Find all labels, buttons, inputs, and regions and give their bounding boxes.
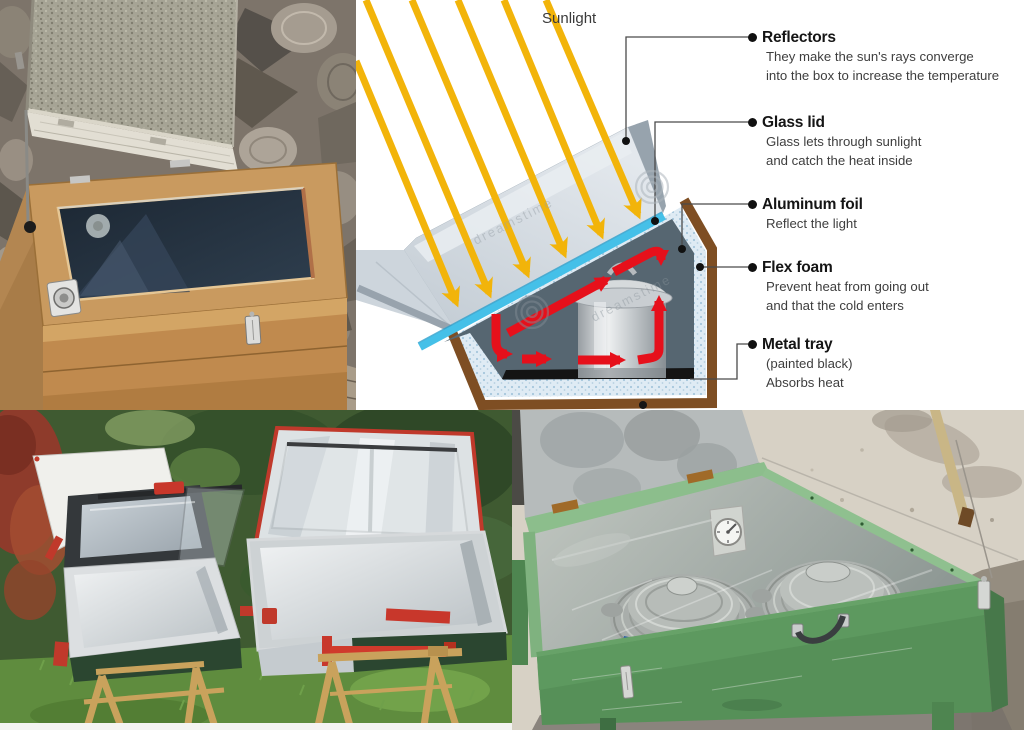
right-cooker bbox=[246, 425, 508, 676]
bullet-icon bbox=[748, 33, 757, 42]
heat-arrows bbox=[491, 246, 669, 368]
sun-rays bbox=[356, 0, 642, 308]
side-catch bbox=[46, 278, 82, 318]
hinge bbox=[69, 175, 91, 184]
front-handle bbox=[791, 613, 850, 644]
hinge bbox=[551, 499, 579, 514]
lid-support-arm bbox=[24, 109, 30, 223]
label-glass-lid: Glass lid Glass lets through sunlight an… bbox=[748, 113, 1000, 170]
label-desc: They make the sun's rays converge bbox=[766, 49, 974, 64]
watermark-spiral-icon bbox=[514, 294, 550, 330]
glass-lid-shape bbox=[418, 212, 666, 351]
label-flex-foam: Flex foam Prevent heat from going out an… bbox=[748, 258, 1000, 315]
photo-green-solar-cooker-art bbox=[512, 408, 1024, 730]
bullet-icon bbox=[748, 200, 757, 209]
label-desc: and that the cold enters bbox=[766, 298, 904, 313]
front-latch bbox=[244, 311, 262, 345]
diagram-drawing: dreamstime dreamstime bbox=[356, 0, 1024, 410]
wooden-trestles bbox=[83, 646, 463, 728]
thermometer bbox=[709, 505, 747, 557]
photo-two-solar-cookers-art bbox=[0, 400, 525, 730]
reflective-interior bbox=[74, 566, 228, 648]
bullet-icon bbox=[748, 263, 757, 272]
mirror-lid bbox=[14, 0, 238, 149]
box-legs bbox=[600, 702, 954, 730]
callout-dots bbox=[622, 137, 704, 271]
left-cooker bbox=[32, 447, 256, 682]
solar-cooker-diagram: dreamstime dreamstime Sunlight Reflector… bbox=[356, 0, 1024, 410]
glass-frame-right bbox=[761, 468, 985, 589]
label-title: Flex foam bbox=[762, 259, 833, 276]
callout-lines bbox=[625, 36, 748, 380]
bullet-icon bbox=[748, 340, 757, 349]
lid-knob bbox=[666, 576, 698, 596]
label-title: Reflectors bbox=[762, 29, 836, 46]
photo-green-solar-cooker bbox=[512, 408, 1024, 730]
support-wire bbox=[955, 439, 993, 579]
red-latch-knob bbox=[262, 608, 277, 624]
green-box-front bbox=[537, 576, 1008, 725]
support-wire bbox=[761, 457, 1019, 561]
label-desc: and catch the heat inside bbox=[766, 153, 913, 168]
oven-box bbox=[0, 109, 348, 410]
box-right-side bbox=[982, 585, 1008, 712]
rear-left-leg bbox=[512, 560, 528, 665]
glass-frame-left bbox=[523, 531, 543, 658]
prop-stick bbox=[761, 410, 1019, 579]
photo-two-solar-cookers bbox=[0, 400, 525, 730]
sunlight-label: Sunlight bbox=[542, 10, 597, 27]
hinge bbox=[169, 159, 191, 168]
propped-glass-pane bbox=[178, 486, 245, 567]
side-latch bbox=[977, 576, 991, 610]
label-metal-tray: Metal tray (painted black) Absorbs heat bbox=[748, 335, 1000, 392]
label-desc: Absorbs heat bbox=[766, 375, 844, 390]
label-desc: Reflect the light bbox=[766, 216, 857, 231]
watermark-spiral-icon bbox=[634, 169, 670, 205]
hinge bbox=[686, 469, 714, 484]
knob bbox=[24, 221, 36, 233]
label-desc: into the box to increase the temperature bbox=[766, 68, 1000, 83]
front-latch bbox=[620, 665, 634, 699]
white-margin-strip bbox=[0, 723, 512, 730]
label-title: Aluminum foil bbox=[762, 196, 863, 213]
red-clamp bbox=[153, 481, 185, 495]
label-aluminum-foil: Aluminum foil Reflect the light bbox=[748, 195, 1000, 233]
wood-box-wall bbox=[447, 197, 717, 410]
open-reflector-lid bbox=[520, 409, 761, 524]
label-desc: Glass lets through sunlight bbox=[766, 134, 922, 149]
label-title: Metal tray bbox=[762, 336, 833, 353]
photo-wooden-solar-oven-art bbox=[0, 0, 369, 410]
lid-knob bbox=[805, 561, 851, 583]
photo-wooden-solar-oven bbox=[0, 0, 369, 410]
label-title: Glass lid bbox=[762, 114, 825, 131]
bullet-icon bbox=[748, 118, 757, 127]
label-desc: Prevent heat from going out bbox=[766, 279, 929, 294]
mirror-bracket bbox=[14, 51, 25, 70]
label-desc: (painted black) bbox=[766, 356, 853, 371]
label-reflectors: Reflectors They make the sun's rays conv… bbox=[748, 28, 1000, 85]
glass-lid-edge bbox=[27, 112, 238, 172]
glass-frame-back bbox=[528, 469, 765, 535]
